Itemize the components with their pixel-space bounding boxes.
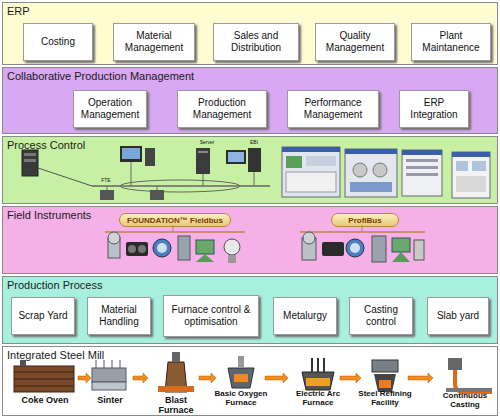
node-text: Material Handling: [89, 304, 149, 328]
field-devices-art: [105, 225, 425, 263]
process-box: Material Handling: [87, 297, 151, 335]
stage-label: Steel Refining Facility: [356, 390, 414, 408]
node-text: Quality Management: [317, 30, 393, 54]
production-process-band: Production ProcessScrap Yard Material Han…: [2, 276, 498, 344]
stage-label: Blast Furnace: [148, 396, 204, 416]
module-box: Material Management: [113, 23, 195, 61]
band-heading: Field Instruments: [7, 209, 91, 221]
stage-label: Basic Oxygen Furnace: [214, 390, 268, 408]
node-text: FOUNDATION™ Fieldbus: [127, 216, 223, 225]
module-box: Costing: [23, 23, 93, 61]
process-control-band: Process Control: [2, 136, 498, 204]
band-heading: Production Process: [7, 279, 102, 291]
process-box: Furnace control & optimisation: [163, 295, 259, 337]
stage-label: Sinter: [88, 396, 132, 406]
module-box: Sales and Distribution: [213, 23, 299, 61]
device-label: Server: [192, 140, 222, 146]
bus-pill: FOUNDATION™ Fieldbus: [119, 213, 231, 227]
module-box: ERP Integration: [399, 90, 469, 128]
process-box: Metalurgy: [273, 297, 337, 335]
node-text: Performance Management: [289, 97, 377, 121]
device-label: FTE: [96, 178, 116, 184]
module-box: Quality Management: [315, 23, 395, 61]
node-text: Operation Management: [75, 97, 145, 121]
node-text: Scrap Yard: [18, 310, 67, 322]
node-text: Production Management: [179, 97, 265, 121]
cpm-band: Collaborative Production ManagementOpera…: [2, 67, 498, 134]
bus-pill: ProfiBus: [331, 213, 399, 227]
node-text: Costing: [41, 36, 75, 48]
module-box: Performance Management: [287, 90, 379, 128]
field-instruments-band: Field InstrumentsFOUNDATION™ Fieldbus Pro…: [2, 206, 498, 274]
node-text: Metalurgy: [283, 310, 327, 322]
node-text: Slab yard: [437, 310, 479, 322]
process-box: Casting control: [349, 297, 413, 335]
steel-mill-art: [14, 352, 492, 392]
module-box: Operation Management: [73, 90, 147, 128]
node-text: Plant Maintanence: [413, 30, 489, 54]
band-heading: Integrated Steel Mill: [7, 349, 104, 361]
erp-band: ERP Costing Material Management Sales and D…: [2, 2, 498, 65]
node-text: Material Management: [115, 30, 193, 54]
process-box: Slab yard: [427, 297, 489, 335]
device-label: EBI: [244, 140, 264, 146]
process-control-art: [22, 146, 490, 200]
node-text: Furnace control & optimisation: [165, 304, 257, 328]
module-box: Production Management: [177, 90, 267, 128]
process-box: Scrap Yard: [11, 297, 75, 335]
band-heading: Process Control: [7, 139, 85, 151]
stage-label: Electric Arc Furnace: [290, 390, 346, 408]
stage-label: Continuous Casting: [434, 392, 496, 410]
module-box: Plant Maintanence: [411, 23, 491, 61]
band-heading: ERP: [7, 5, 30, 17]
band-heading: Collaborative Production Management: [7, 70, 194, 82]
node-text: ProfiBus: [348, 216, 381, 225]
node-text: Sales and Distribution: [215, 30, 297, 54]
node-text: Casting control: [351, 304, 411, 328]
node-text: ERP Integration: [401, 97, 467, 121]
stage-label: Coke Oven: [12, 396, 78, 406]
